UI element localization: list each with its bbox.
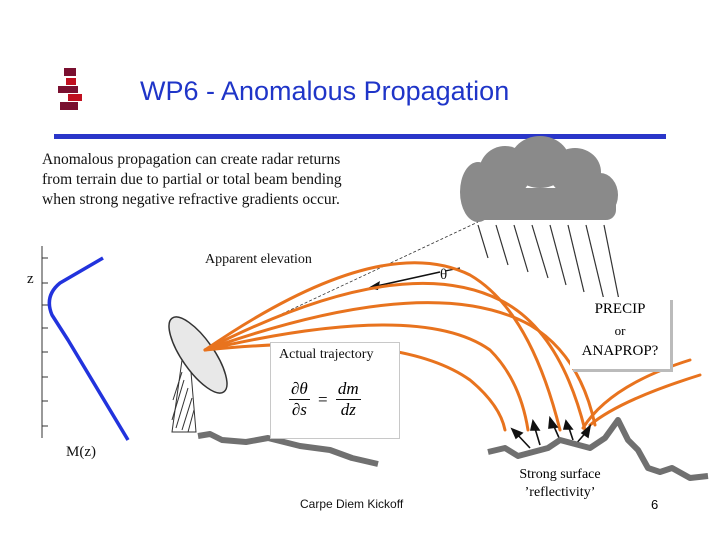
precip-anaprop-box: PRECIP or ANAPROP?: [570, 297, 670, 369]
title-rule: [54, 134, 666, 139]
anaprop-label: ANAPROP?: [581, 343, 659, 359]
formula-lhs-numerator: ∂θ: [289, 379, 310, 400]
page-title: WP6 - Anomalous Propagation: [140, 76, 510, 106]
formula-equals: =: [318, 389, 328, 409]
trajectory-box: Actual trajectory ∂θ ∂s = dm dz: [270, 342, 400, 439]
formula-rhs-denominator: dz: [340, 400, 356, 419]
bending-formula: ∂θ ∂s = dm dz: [289, 379, 361, 420]
logo: [58, 68, 84, 112]
m-of-z-label: M(z): [66, 444, 96, 460]
terrain-mountains: [487, 417, 709, 481]
page-number: 6: [651, 497, 659, 512]
beam-trajectories: [203, 261, 702, 432]
precip-label: PRECIP: [594, 301, 646, 317]
actual-trajectory-label: Actual trajectory: [279, 347, 374, 362]
z-axis-label: z: [27, 271, 34, 287]
profile-axis: [41, 246, 48, 438]
surface-reflectivity-label: Strong surface ’reflectivity’: [510, 466, 610, 502]
formula-lhs-denominator: ∂s: [291, 400, 307, 419]
reflection-arrows: [510, 415, 592, 449]
footer-text: Carpe Diem Kickoff: [300, 497, 404, 511]
theta-label: θ: [440, 267, 448, 283]
surface-line-2: ’reflectivity’: [524, 485, 596, 500]
radar-dish-icon: [168, 316, 228, 433]
intro-text: Anomalous propagation can create radar r…: [42, 151, 342, 208]
apparent-elevation-label: Apparent elevation: [205, 252, 312, 267]
refractivity-profile-line: [47, 256, 130, 441]
formula-rhs-numerator: dm: [335, 379, 361, 400]
rain-lines: [477, 224, 621, 306]
surface-line-1: Strong surface: [519, 467, 601, 482]
cloud-icon: [460, 136, 618, 222]
terrain-ground: [197, 431, 379, 467]
or-label: or: [614, 323, 626, 338]
